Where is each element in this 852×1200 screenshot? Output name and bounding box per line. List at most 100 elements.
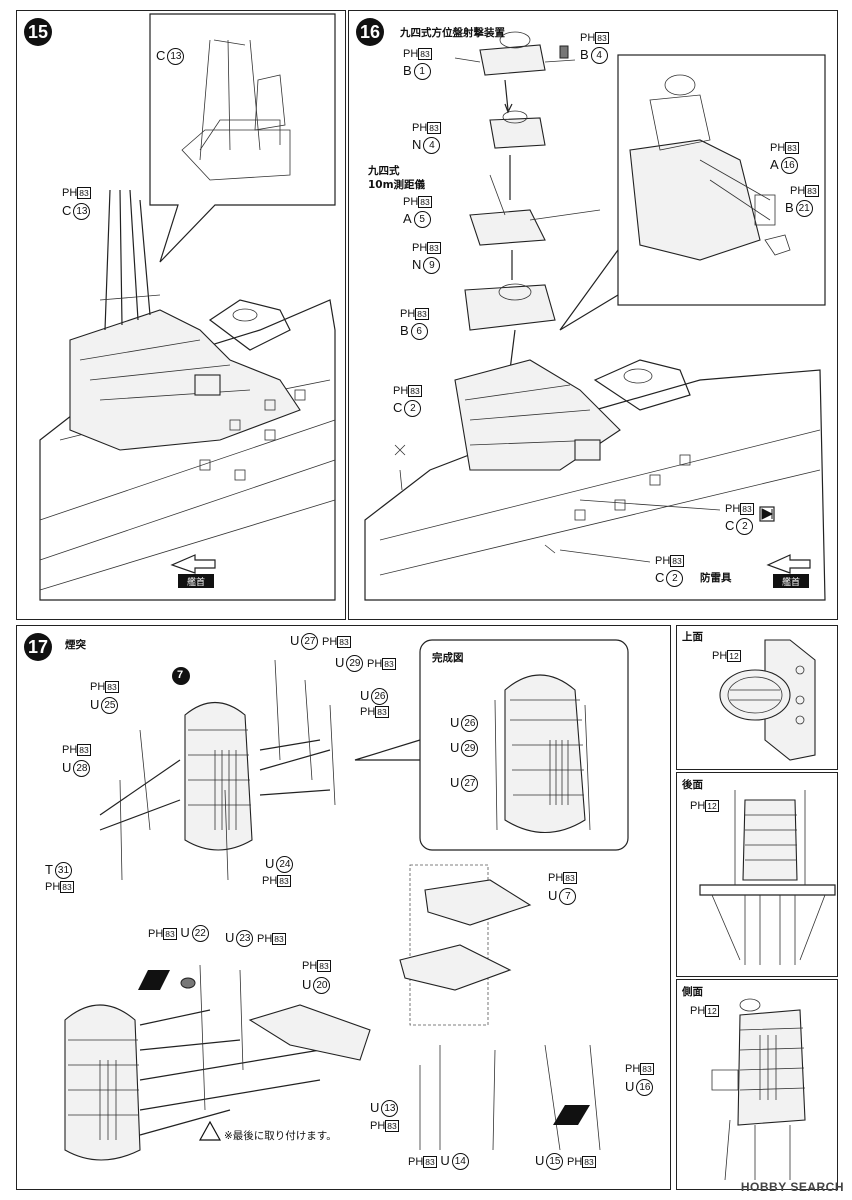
mast-inset — [181, 39, 291, 181]
rear-view-label: 後面 — [682, 779, 703, 791]
completed-view-label: 完成図 — [432, 652, 464, 664]
bow-arrow-15 — [170, 554, 216, 574]
callout-bubble-15 — [149, 13, 336, 263]
side-view-label: 側面 — [682, 986, 703, 998]
bow-label-15: 艦首 — [178, 574, 214, 588]
completed-view-box — [419, 639, 629, 851]
warning-icon — [198, 1120, 222, 1141]
torpedo-net-label: 防雷具 — [700, 572, 732, 584]
platform-u20 — [248, 1004, 371, 1061]
side-view-drawing — [711, 998, 806, 1181]
marker-7: 7 — [177, 669, 184, 681]
bow-arrow-16 — [766, 554, 811, 574]
step-16-panel — [348, 10, 838, 620]
top-view-drawing — [719, 639, 816, 761]
warning-text: ※最後に取り付けます。 — [224, 1130, 337, 1142]
ship-hull-16 — [364, 359, 826, 601]
ship-hull-15 — [39, 189, 336, 601]
main-funnel — [99, 702, 331, 851]
inset-tower — [629, 74, 791, 261]
hobby-search-watermark: HOBBY SEARCH — [740, 1180, 844, 1194]
rangefinder-title-1: 九四式 — [368, 165, 400, 177]
cement-icon-1 — [138, 970, 170, 990]
cement-icon-2 — [553, 1105, 590, 1125]
step-16-number: 16 — [356, 18, 384, 46]
funnel-title: 煙突 — [65, 639, 86, 651]
director-title: 九四式方位盤射撃装置 — [400, 27, 505, 39]
director-assembly — [454, 31, 601, 371]
rangefinder-title-2: 10m測距儀 — [368, 179, 426, 191]
step-15-panel — [16, 10, 346, 620]
platforms-u7 — [399, 864, 601, 1151]
rear-view-drawing — [699, 790, 836, 965]
step-15-number: 15 — [24, 18, 52, 46]
funnel-bottom-left — [64, 964, 321, 1161]
inset-box-16 — [617, 54, 826, 306]
top-view-label: 上面 — [682, 631, 703, 643]
completed-funnel — [494, 674, 591, 834]
ladders-top — [119, 659, 336, 881]
bow-label-16: 艦首 — [773, 574, 809, 588]
step-17-number: 17 — [24, 633, 52, 661]
